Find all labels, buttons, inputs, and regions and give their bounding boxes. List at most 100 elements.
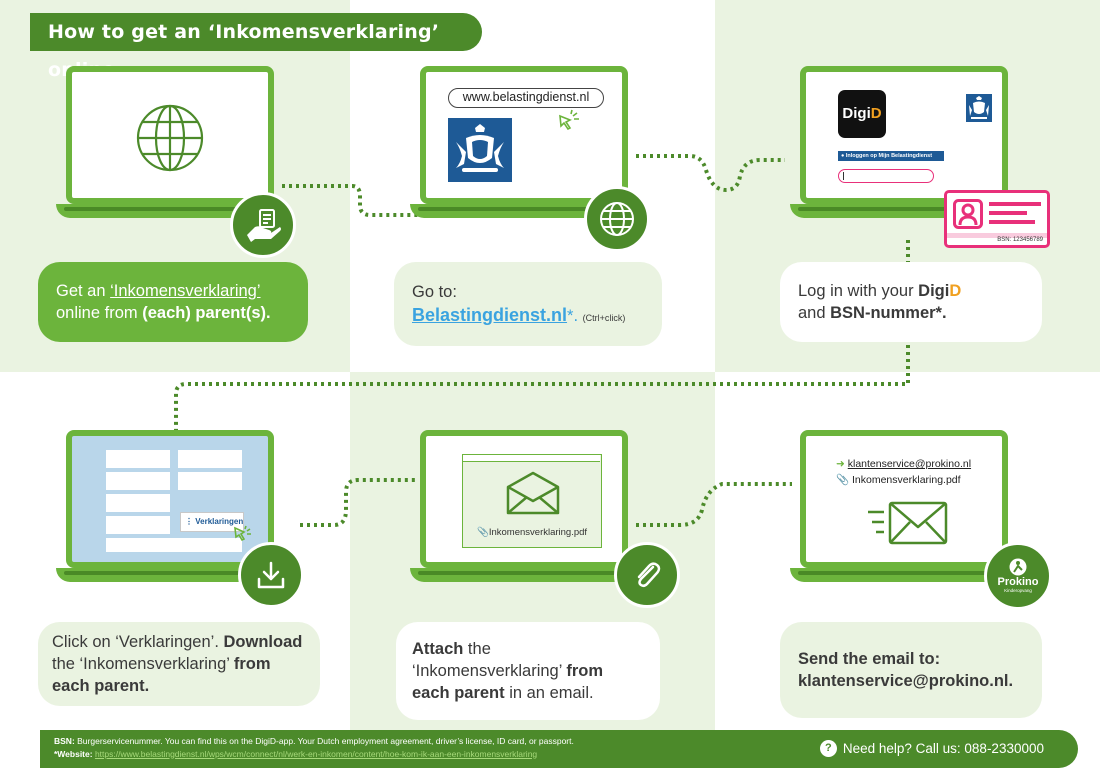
step-5-text: Attach the ‘Inkomensverklaring’ from eac… (412, 638, 644, 705)
id-photo-icon (953, 199, 983, 229)
tile (178, 450, 242, 468)
belastingdienst-logo (448, 118, 512, 182)
digid-logo: DigiD (838, 90, 886, 138)
open-envelope-icon (506, 471, 560, 515)
step-5-text-mid: the ‘Inkomensverklaring’ (412, 639, 567, 680)
laptop-screen (66, 66, 274, 204)
step-4-text: Click on ‘Verklaringen’. Download the ‘I… (52, 631, 306, 698)
rijksoverheid-crest-icon (966, 94, 992, 122)
bsn-label: BSN: 123456789 (997, 237, 1043, 243)
laptop-screen: ⋮ Verklaringen (66, 430, 274, 568)
step-3-digi-d: D (949, 281, 962, 300)
step-1-text-bold: (each) parent(s). (142, 304, 271, 322)
belastingdienst-crest-icon (456, 124, 504, 172)
laptop-base (56, 568, 284, 582)
paperclip-icon: 📎 (477, 527, 489, 538)
step-1-link[interactable]: ‘Inkomensverklaring’ (110, 281, 261, 300)
login-button[interactable]: ● Inloggen op Mijn Belastingdienst (838, 151, 944, 161)
id-stripe (947, 233, 1047, 238)
attachment-file: 📎Inkomensverklaring.pdf (477, 527, 587, 538)
download-glyph (257, 561, 285, 589)
footer-bar: BSN: Burgerservicenummer. You can find t… (40, 730, 1078, 768)
prokino-logo: Prokino Kinderopvang (984, 542, 1052, 610)
step-2-card: Go to: Belastingdienst.nl*. (Ctrl+click) (394, 262, 662, 346)
id-line-2 (989, 211, 1027, 215)
footer-bsn-note: BSN: Burgerservicenummer. You can find t… (54, 735, 574, 748)
verklaringen-button[interactable]: ⋮ Verklaringen (180, 512, 244, 532)
id-line-3 (989, 220, 1035, 224)
laptop-screen: 📎Inkomensverklaring.pdf (420, 430, 628, 568)
step-4-card: Click on ‘Verklaringen’. Download the ‘I… (38, 622, 320, 706)
step-6-card: Send the email to: klantenservice@prokin… (780, 622, 1042, 718)
laptop-screen: ➜ klantenservice@prokino.nl 📎 Inkomensve… (800, 430, 1008, 568)
help-line: ? Need help? Call us: 088-2330000 (819, 740, 1044, 757)
step-1-text-mid: online from (56, 304, 143, 322)
verklaringen-label: Verklaringen (195, 517, 244, 526)
step-4-text-bold2: from each parent. (52, 654, 271, 696)
laptop-step-6: ➜ klantenservice@prokino.nl 📎 Inkomensve… (790, 430, 1018, 600)
paperclip-icon-badge (614, 542, 680, 608)
download-icon (238, 542, 304, 608)
step-5-card: Attach the ‘Inkomensverklaring’ from eac… (396, 622, 660, 720)
belastingdienst-link[interactable]: Belastingdienst.nl (412, 304, 568, 325)
digid-logo-digi: Digi (842, 105, 871, 122)
cursor-click-icon (234, 525, 251, 542)
step-3-text-and: and (798, 304, 831, 322)
laptop-step-5: 📎Inkomensverklaring.pdf (410, 430, 638, 600)
globe-icon (136, 104, 204, 172)
globe-icon-badge (584, 186, 650, 252)
step-3-digi: Digi (918, 281, 950, 300)
footer-bsn-text: Burgerservicenummer. You can find this o… (74, 736, 574, 746)
mail-window-titlebar (463, 455, 600, 462)
tile (106, 450, 170, 468)
url-bar[interactable]: www.belastingdienst.nl (448, 88, 604, 108)
hand-document-glyph (247, 209, 281, 242)
list-icon: ⋮ (185, 517, 193, 526)
footer-notes: BSN: Burgerservicenummer. You can find t… (54, 735, 574, 760)
send-envelope-icon (868, 501, 948, 545)
hand-document-icon (230, 192, 296, 258)
step-2-link-suffix: *. (567, 306, 579, 325)
step-6-text: Send the email to: klantenservice@prokin… (798, 648, 1024, 693)
laptop-step-4: ⋮ Verklaringen (56, 430, 284, 600)
login-input[interactable] (838, 169, 934, 183)
footer-website-note: *Website: https://www.belastingdienst.nl… (54, 748, 574, 761)
cursor-click-icon (559, 109, 579, 130)
digid-logo-d: D (870, 105, 882, 122)
laptop-screen: DigiD ● Inloggen op Mijn Belastingdienst (800, 66, 1008, 204)
help-text: Need help? Call us: 088-2330000 (842, 741, 1044, 756)
prokino-child-icon (1009, 558, 1027, 576)
step-3-card: Log in with your DigiD and BSN-nummer*. (780, 262, 1042, 342)
email-attachment-filename: Inkomensverklaring.pdf (852, 474, 961, 486)
step-2-text-pre: Go to: (412, 282, 457, 301)
page-title: How to get an ‘Inkomensverklaring’ onlin… (30, 13, 482, 81)
step-3-text-bold: BSN-nummer*. (830, 304, 947, 322)
step-2-text: Go to: Belastingdienst.nl*. (Ctrl+click) (412, 281, 644, 328)
laptop-base (790, 568, 1018, 582)
step-3-text-pre: Log in with your (798, 281, 919, 300)
tile (106, 472, 170, 490)
tile (178, 472, 242, 490)
step-1-text: Get an ‘Inkomensverklaring’ online from … (56, 280, 290, 325)
tile (106, 538, 242, 552)
step-5-text-post: in an email. (504, 684, 594, 703)
tile (106, 494, 170, 512)
footer-website-link[interactable]: https://www.belastingdienst.nl/wps/wcm/c… (94, 748, 538, 759)
step-4-text-mid: the ‘Inkomensverklaring’ (52, 654, 234, 673)
email-attachment-row: 📎 Inkomensverklaring.pdf (836, 473, 961, 486)
tile (106, 516, 170, 534)
paperclip-icon (637, 562, 661, 588)
text-cursor (843, 172, 844, 180)
email-to-address[interactable]: klantenservice@prokino.nl (847, 458, 972, 470)
laptop-base (56, 204, 284, 218)
step-1-card: Get an ‘Inkomensverklaring’ online from … (38, 262, 308, 342)
globe-icon (600, 202, 634, 236)
help-icon: ? (819, 740, 837, 757)
arrow-right-icon: ➜ (836, 458, 845, 470)
laptop-base (410, 204, 638, 218)
bsn-id-card: BSN: 123456789 (944, 190, 1050, 248)
attachment-filename: Inkomensverklaring.pdf (488, 527, 588, 538)
user-icon: ● (841, 153, 845, 159)
id-line-1 (989, 202, 1041, 206)
